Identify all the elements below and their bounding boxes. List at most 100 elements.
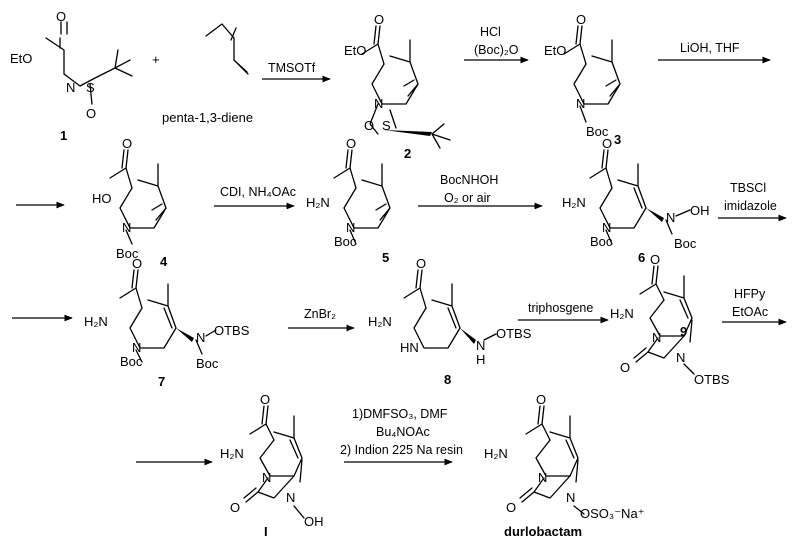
atom-S: S — [382, 118, 391, 133]
atom-O: O — [602, 136, 612, 151]
atom-HO: HO — [92, 191, 112, 206]
reagent-label: (Boc)₂O — [474, 43, 519, 57]
atom-N: N — [566, 490, 575, 505]
atom-N: N — [652, 330, 661, 345]
atom-OH: OH — [690, 203, 710, 218]
atom-O: O — [346, 136, 356, 151]
reagent-label: EtOAc — [732, 305, 768, 319]
atom-O: O — [416, 256, 426, 271]
atom-N: N — [676, 350, 685, 365]
atom-Boc: Boc — [586, 124, 609, 139]
compound-number: 8 — [444, 372, 451, 387]
atom-H2N: H₂N — [84, 314, 108, 329]
reagent-label: Bu₄NOAc — [376, 425, 430, 439]
atom-O: O — [230, 500, 240, 515]
compound-7: H₂N O N Boc N OTBS Boc 7 — [84, 256, 250, 389]
atom-OH: OH — [304, 514, 324, 529]
atom-N: N — [262, 470, 271, 485]
reagent-label: HFPy — [734, 287, 766, 301]
atom-O: O — [86, 106, 96, 121]
atom-OSO3Na: OSO₃⁻Na⁺ — [580, 506, 645, 521]
compound-I: H₂N O N O N OH I — [220, 392, 324, 539]
reagent-label: 1)DMFSO₃, DMF — [352, 407, 448, 421]
atom-O: O — [536, 392, 546, 407]
atom-N: N — [346, 220, 355, 235]
atom-N: N — [538, 470, 547, 485]
atom-N: N — [196, 330, 205, 345]
atom-S: S — [86, 80, 95, 95]
reagent-label: imidazole — [724, 199, 777, 213]
atom-H2N: H₂N — [368, 314, 392, 329]
atom-H2N: H₂N — [484, 446, 508, 461]
atom-N: N — [602, 220, 611, 235]
compound-1: O EtO N S O 1 — [10, 9, 133, 143]
atom-HN: HN — [400, 340, 419, 355]
compound-4: HO O N Boc 4 — [92, 136, 168, 269]
atom-O: O — [260, 392, 270, 407]
compound-number: 3 — [614, 132, 621, 147]
atom-N: N — [286, 490, 295, 505]
atom-OTBS: OTBS — [214, 323, 250, 338]
atom-Boc: Boc — [196, 356, 219, 371]
compound-6: H₂N O N Boc N OH Boc 6 — [562, 136, 710, 265]
atom-H2N: H₂N — [306, 195, 330, 210]
compound-8: H₂N O HN N H OTBS 8 — [368, 256, 532, 387]
atom-O: O — [132, 256, 142, 271]
atom-Boc: Boc — [590, 234, 613, 249]
compound-number: I — [264, 524, 268, 539]
atom-O: O — [122, 136, 132, 151]
atom-N: N — [666, 210, 675, 225]
atom-H2N: H₂N — [562, 195, 586, 210]
compound-number: 4 — [160, 254, 168, 269]
reagent-label: HCl — [480, 25, 501, 39]
compound-number: 7 — [158, 374, 165, 389]
compound-number: 1 — [60, 128, 67, 143]
atom-H: H — [476, 352, 485, 367]
atom-OTBS: OTBS — [496, 326, 532, 341]
atom-Boc: Boc — [674, 236, 697, 251]
atom-H2N: H₂N — [220, 446, 244, 461]
reagent-label: TMSOTf — [268, 61, 316, 75]
compound-number: 6 — [638, 250, 645, 265]
atom-EtO: EtO — [344, 43, 366, 58]
penta-1-3-diene: penta-1,3-diene — [162, 23, 253, 125]
diene-name: penta-1,3-diene — [162, 110, 253, 125]
atom-N: N — [66, 80, 75, 95]
atom-H2N: H₂N — [610, 306, 634, 321]
atom-EtO: EtO — [10, 51, 32, 66]
atom-Boc: Boc — [334, 234, 357, 249]
atom-OTBS: OTBS — [694, 372, 730, 387]
compound-5: H₂N O N Boc 5 — [306, 136, 391, 265]
compound-3: EtO O N Boc 3 — [544, 12, 621, 147]
reagent-label: BocNHOH — [440, 173, 498, 187]
reagent-label: LiOH, THF — [680, 41, 740, 55]
atom-O: O — [620, 360, 630, 375]
plus-sign: + — [152, 52, 160, 67]
atom-N: N — [476, 338, 485, 353]
reagent-label: ZnBr₂ — [304, 307, 336, 321]
atom-O: O — [650, 252, 660, 267]
atom-Boc: Boc — [120, 354, 143, 369]
atom-N: N — [122, 220, 131, 235]
atom-Boc: Boc — [116, 246, 139, 261]
atom-O: O — [56, 9, 66, 24]
compound-number: 9 — [680, 324, 687, 339]
atom-O: O — [576, 12, 586, 27]
atom-O: O — [364, 118, 374, 133]
compound-name: durlobactam — [504, 524, 582, 539]
reagent-label: triphosgene — [528, 301, 593, 315]
reagent-label: CDI, NH₄OAc — [220, 185, 296, 199]
compound-number: 2 — [404, 146, 411, 161]
atom-EtO: EtO — [544, 43, 566, 58]
reagent-label: 2) Indion 225 Na resin — [340, 443, 463, 457]
reagent-label: TBSCl — [730, 181, 766, 195]
compound-number: 5 — [382, 250, 389, 265]
atom-N: N — [132, 340, 141, 355]
atom-O: O — [506, 500, 516, 515]
compound-durlobactam: H₂N O N O N OSO₃⁻Na⁺ durlobactam — [484, 392, 645, 539]
atom-O: O — [374, 12, 384, 27]
compound-2: EtO O N S O 2 — [344, 12, 451, 161]
atom-N: N — [576, 96, 585, 111]
atom-N: N — [374, 96, 383, 111]
